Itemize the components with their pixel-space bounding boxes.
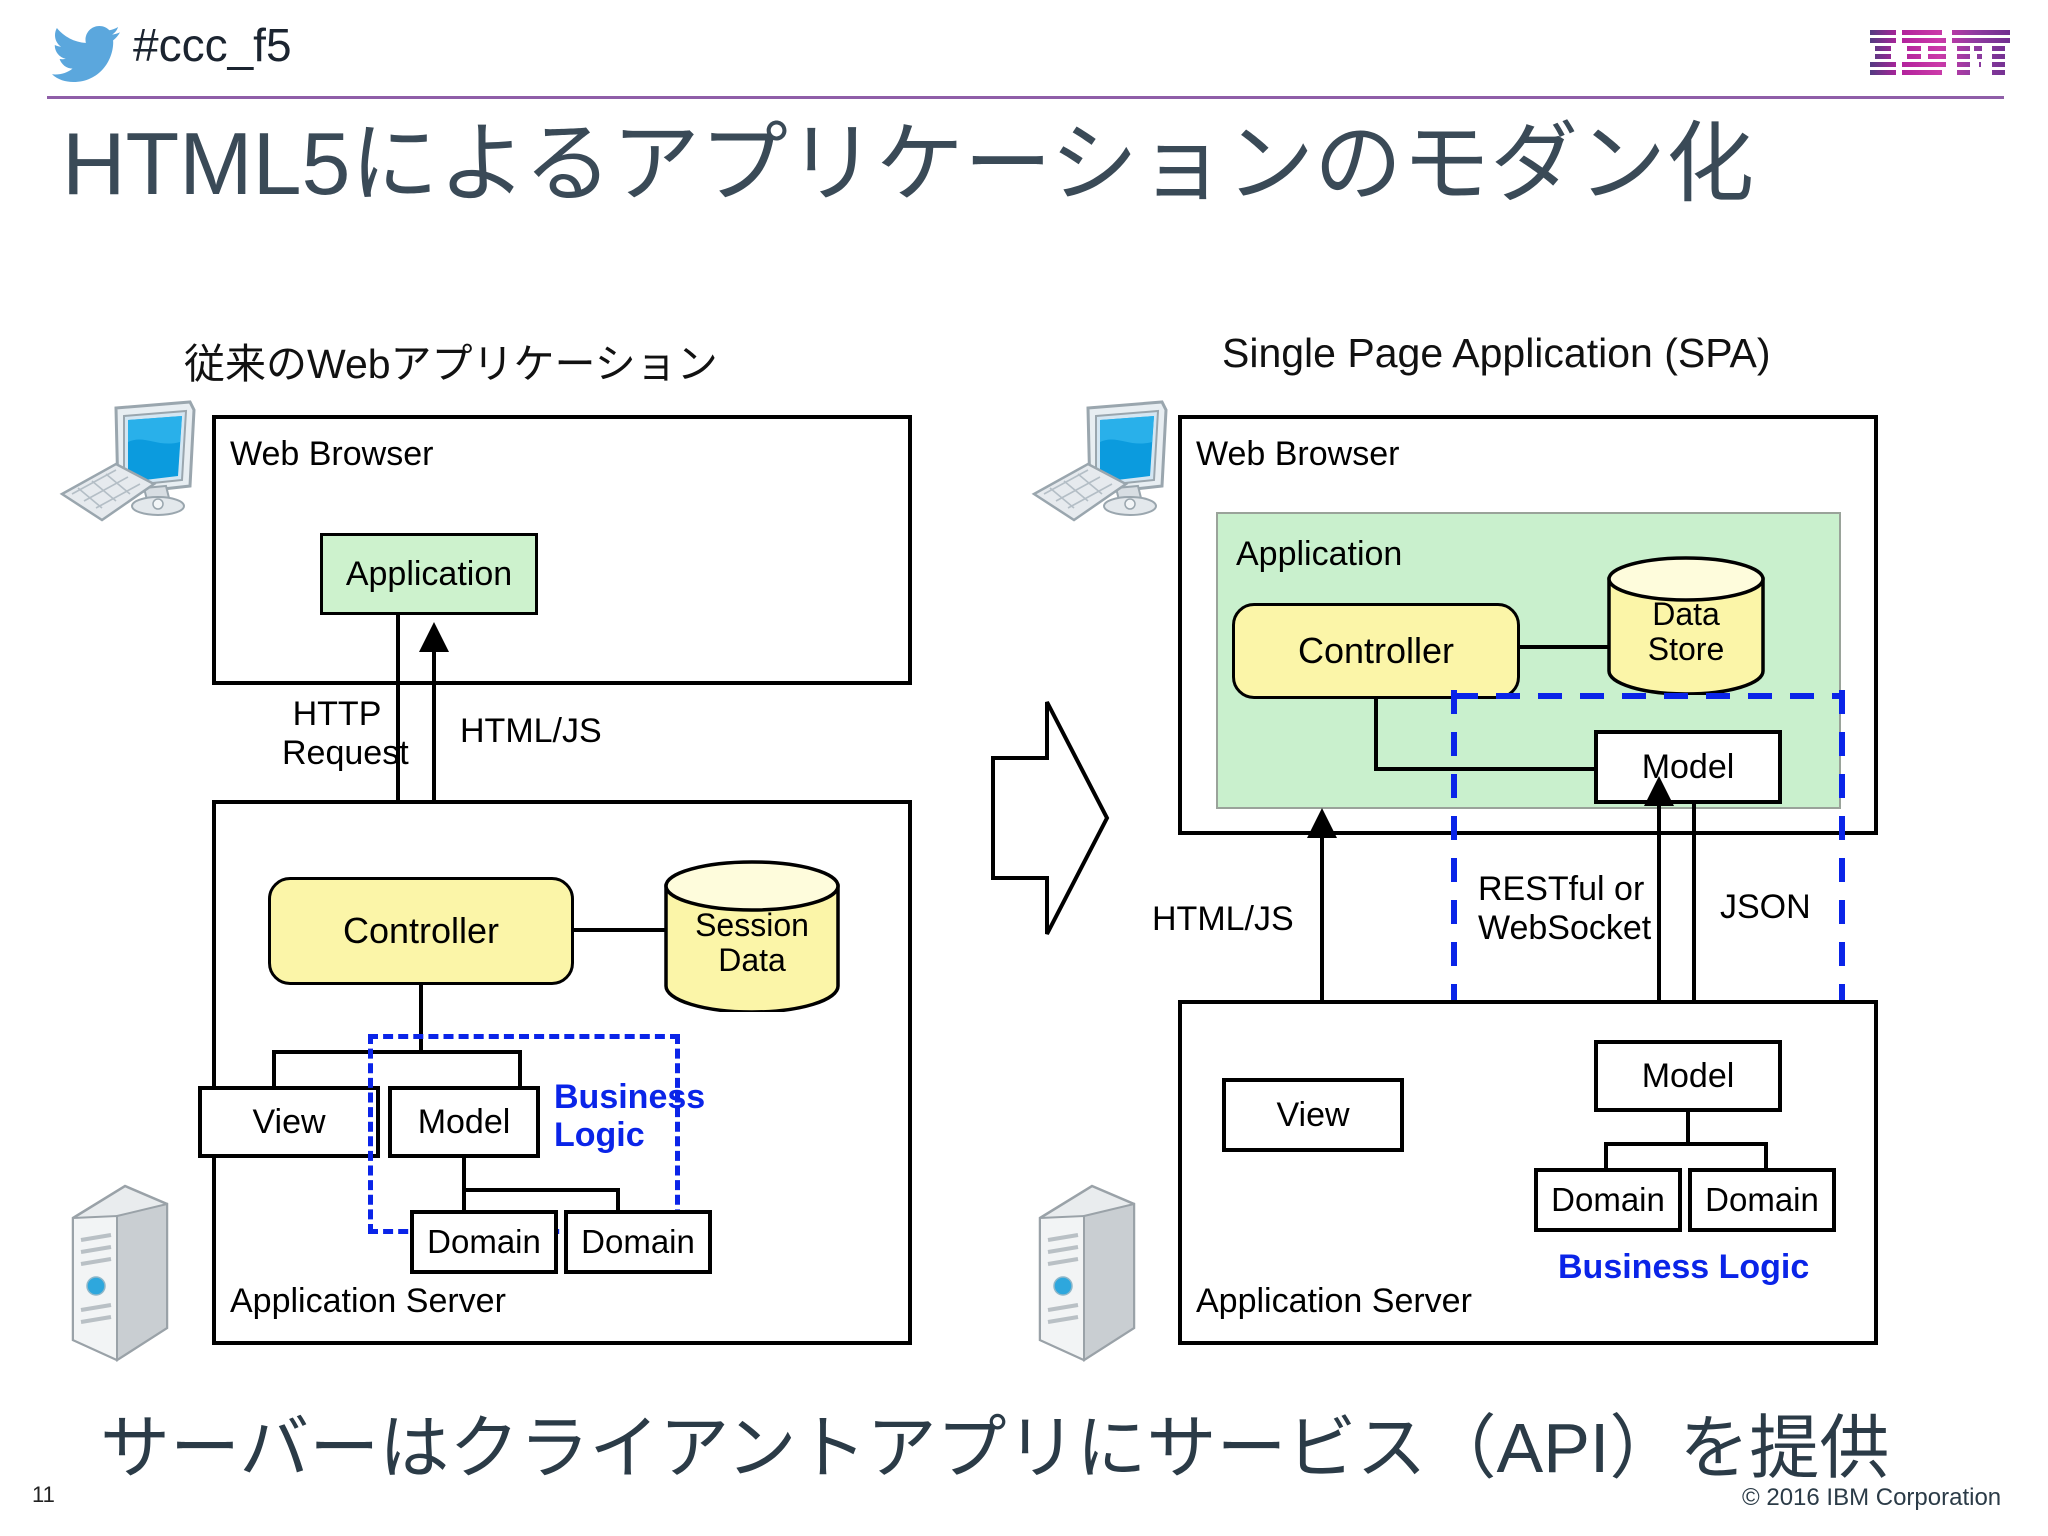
right-data-store-label: Data Store bbox=[1605, 596, 1767, 668]
page-title: HTML5によるアプリケーションのモダン化 bbox=[62, 114, 1755, 213]
left-business-logic-label: Business Logic bbox=[554, 1078, 705, 1154]
right-server-model-box: Model bbox=[1594, 1040, 1782, 1112]
right-data-store-line2: Store bbox=[1647, 631, 1725, 668]
left-session-data-line1: Session bbox=[695, 907, 809, 943]
left-domain1-drop bbox=[462, 1188, 466, 1212]
right-model-stem bbox=[1686, 1112, 1690, 1144]
right-domain1-drop bbox=[1604, 1142, 1608, 1170]
right-protocol-line2: WebSocket bbox=[1478, 909, 1652, 948]
right-protocol-line1: RESTful or bbox=[1478, 870, 1645, 908]
right-column-caption: Single Page Application (SPA) bbox=[1222, 330, 1771, 376]
right-controller-model-link bbox=[1374, 767, 1594, 771]
ibm-logo bbox=[1866, 22, 2018, 84]
left-http-request-line bbox=[396, 615, 400, 875]
left-application-server-label: Application Server bbox=[230, 1282, 506, 1320]
right-client-model-box: Model bbox=[1594, 730, 1782, 804]
server-tower-icon-left bbox=[55, 1178, 185, 1368]
right-domain-box-2: Domain bbox=[1688, 1168, 1836, 1232]
right-data-store-line1: Data bbox=[1652, 596, 1720, 632]
right-html-js-label: HTML/JS bbox=[1152, 900, 1294, 938]
right-application-server-label: Application Server bbox=[1196, 1282, 1472, 1320]
right-view-box: View bbox=[1222, 1078, 1404, 1152]
right-html-js-arrowhead bbox=[1307, 808, 1337, 838]
left-business-logic-line1: Business bbox=[554, 1078, 706, 1116]
left-session-data-label: Session Data bbox=[662, 907, 842, 979]
right-model-branch bbox=[1604, 1142, 1768, 1146]
right-domain-box-1: Domain bbox=[1534, 1168, 1682, 1232]
right-domain2-drop bbox=[1764, 1142, 1768, 1170]
left-controller-box: Controller bbox=[268, 877, 574, 985]
left-controller-stem bbox=[419, 985, 423, 1053]
header-divider bbox=[47, 96, 2004, 99]
footer-message: サーバーはクライアントアプリにサービス（API）を提供 bbox=[100, 1409, 1890, 1487]
right-application-label: Application bbox=[1236, 535, 1403, 573]
server-tower-icon-right bbox=[1022, 1178, 1152, 1368]
left-html-js-arrowhead bbox=[419, 622, 449, 652]
twitter-bird-icon bbox=[52, 24, 122, 84]
left-application-box: Application bbox=[320, 533, 538, 615]
page-number: 11 bbox=[32, 1482, 55, 1507]
right-json-label: JSON bbox=[1720, 888, 1811, 926]
right-business-logic-region bbox=[1448, 690, 1848, 1242]
left-model-box: Model bbox=[388, 1086, 540, 1158]
left-column-caption: 従来のWebアプリケーション bbox=[184, 341, 718, 387]
left-view-box: View bbox=[198, 1086, 380, 1158]
desktop-computer-icon-right bbox=[1030, 398, 1170, 528]
left-domain2-drop bbox=[616, 1188, 620, 1212]
right-controller-stem bbox=[1374, 699, 1378, 771]
left-model-branch bbox=[462, 1188, 620, 1192]
hashtag-label: #ccc_f5 bbox=[133, 19, 292, 71]
right-html-js-line bbox=[1320, 838, 1324, 1078]
right-json-arrowhead-up bbox=[1644, 776, 1674, 806]
right-data-store: Data Store bbox=[1605, 555, 1767, 695]
left-http-request-label: HTTP Request bbox=[282, 695, 409, 773]
desktop-computer-icon-left bbox=[58, 398, 198, 528]
right-protocol-label: RESTful or WebSocket bbox=[1478, 870, 1651, 948]
right-json-line-down bbox=[1692, 804, 1696, 1019]
left-http-request-label-line2: Request bbox=[282, 734, 409, 773]
left-html-js-line bbox=[432, 650, 436, 880]
left-controller-branch bbox=[272, 1050, 522, 1054]
right-business-logic-label: Business Logic bbox=[1558, 1248, 1810, 1286]
left-business-logic-line2: Logic bbox=[554, 1116, 645, 1155]
transition-right-arrow-icon bbox=[985, 690, 1115, 940]
left-session-data-line2: Data bbox=[718, 942, 786, 979]
left-view-drop bbox=[272, 1050, 276, 1088]
left-domain-box-2: Domain bbox=[564, 1210, 712, 1274]
left-http-request-label-line1: HTTP bbox=[292, 695, 382, 733]
right-json-line-up bbox=[1657, 804, 1661, 1042]
left-html-js-label: HTML/JS bbox=[460, 712, 602, 750]
copyright-text: © 2016 IBM Corporation bbox=[1742, 1484, 2002, 1511]
left-web-browser-label: Web Browser bbox=[230, 435, 434, 473]
right-controller-box: Controller bbox=[1232, 603, 1520, 699]
right-web-browser-label: Web Browser bbox=[1196, 435, 1400, 473]
left-controller-session-link bbox=[574, 928, 666, 932]
left-session-data-store: Session Data bbox=[662, 860, 842, 1012]
left-model-stem bbox=[462, 1158, 466, 1190]
right-controller-datastore-link bbox=[1520, 645, 1608, 649]
left-model-drop bbox=[518, 1050, 522, 1088]
left-domain-box-1: Domain bbox=[410, 1210, 558, 1274]
